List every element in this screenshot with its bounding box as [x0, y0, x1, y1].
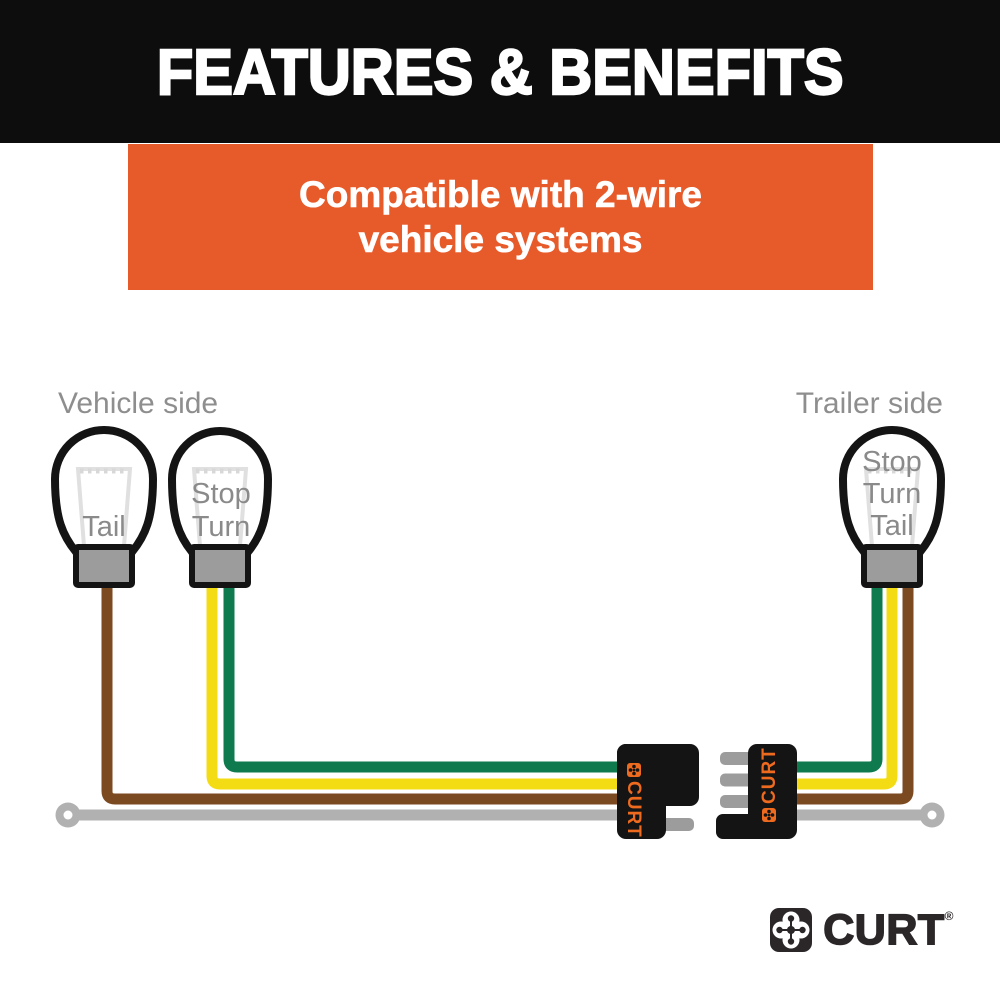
- header-banner: FEATURES & BENEFITS: [0, 0, 1000, 143]
- trailer-connector: CURT: [716, 744, 797, 839]
- bulb-socket: [861, 544, 923, 588]
- bulb-label-tail: Tail: [82, 511, 126, 543]
- curt-wordmark: CURT®: [822, 905, 954, 955]
- curt-wordmark-text: CURT: [822, 905, 945, 955]
- vehicle-tail-bulb: Tail: [50, 426, 158, 588]
- bulb-label-stop: Stop: [191, 478, 251, 510]
- subtitle-banner: Compatible with 2-wire vehicle systems: [128, 144, 873, 290]
- curt-logo-trailer-connector: CURT: [759, 747, 780, 822]
- connector-brand-text: CURT: [759, 747, 780, 804]
- vehicle-connector: CURT: [617, 744, 699, 839]
- vehicle-side-label: Vehicle side: [58, 387, 218, 420]
- vehicle-wires: [70, 575, 640, 821]
- connector-socket-pin-3: [720, 795, 754, 808]
- stop-wire-vehicle: [223, 575, 640, 773]
- curt-flower-icon: [770, 908, 813, 952]
- curt-logo-vehicle-connector: CURT: [623, 763, 644, 838]
- turn-wire-vehicle: [206, 575, 640, 790]
- tail-wire-vehicle: [101, 575, 640, 805]
- connector-brand-text: CURT: [623, 781, 644, 838]
- turn-wire-trailer: [780, 575, 898, 790]
- trailer-bulb: Stop Turn Tail: [838, 426, 946, 588]
- bulb-label-tail: Tail: [870, 510, 914, 542]
- page-title: FEATURES & BENEFITS: [156, 34, 845, 108]
- trailer-side-label: Trailer side: [796, 387, 943, 420]
- bulb-label-turn: Turn: [192, 511, 251, 543]
- connector-socket-pin-2: [720, 773, 754, 787]
- registered-mark: ®: [944, 909, 954, 923]
- connector-socket-pin-1: [720, 752, 754, 765]
- tail-wire-trailer: [780, 575, 914, 805]
- bulb-label-turn: Turn: [863, 478, 922, 510]
- subtitle-line-1: Compatible with 2-wire: [299, 174, 703, 216]
- ring-terminal-left: [55, 802, 81, 828]
- curt-logo: CURT®: [770, 905, 954, 955]
- ring-terminal-right: [919, 802, 945, 828]
- bulb-socket: [189, 544, 251, 588]
- subtitle-line-2: vehicle systems: [358, 219, 643, 261]
- stop-wire-trailer: [780, 575, 883, 773]
- trailer-wires: [780, 575, 932, 821]
- vehicle-stop-turn-bulb: Stop Turn: [167, 427, 273, 588]
- connector-blade-pin: [660, 818, 694, 831]
- bulb-socket: [73, 544, 135, 588]
- bulb-label-stop: Stop: [862, 446, 922, 478]
